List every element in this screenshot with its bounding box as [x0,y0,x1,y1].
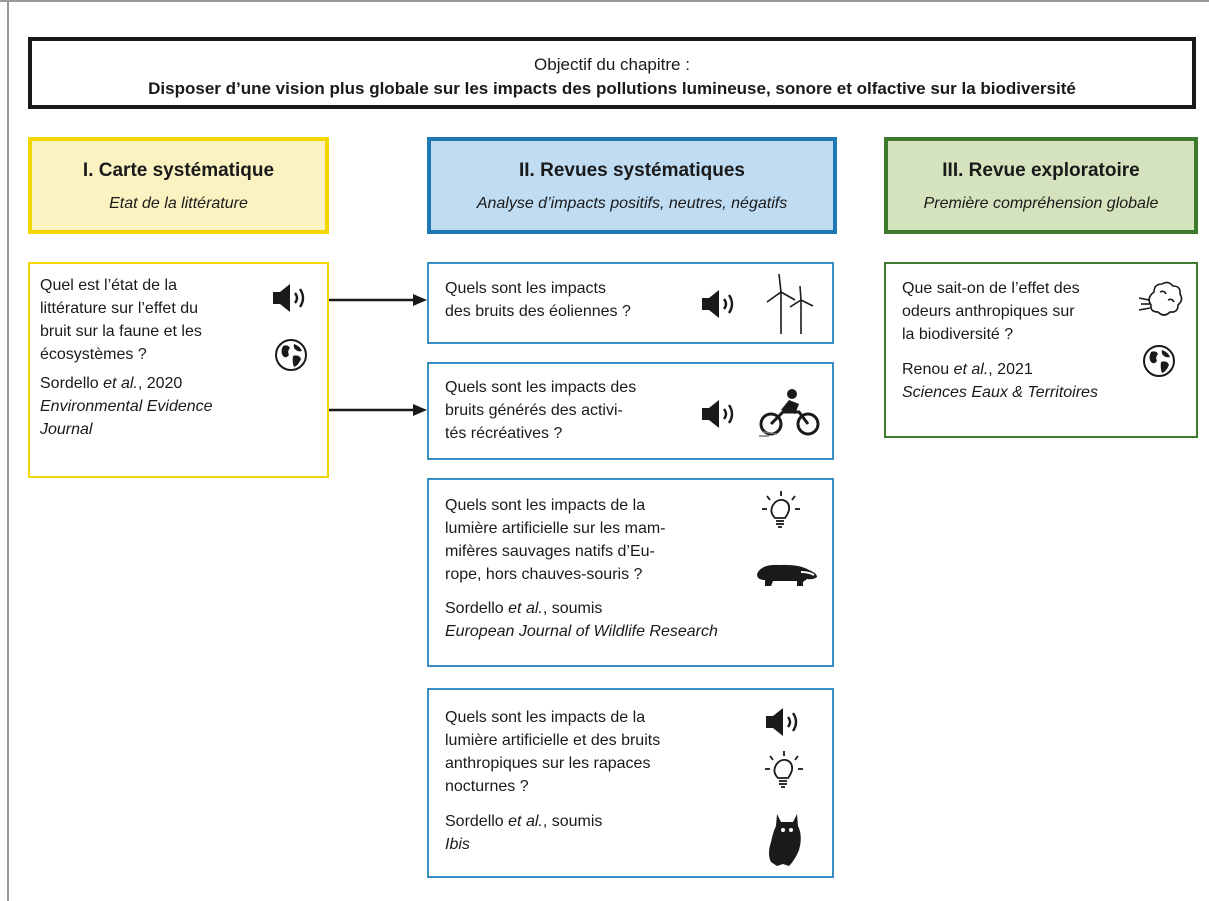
header-subtitle: Première compréhension globale [923,195,1159,212]
systematic-map-box: Quel est l’état de la littérature sur l’… [28,262,329,478]
arrow-to-recreational-review [329,404,427,416]
header-subtitle: Analyse d’impacts positifs, neutres, nég… [476,195,788,212]
badger-icon [757,564,817,586]
header-exploratory-review: III. Revue exploratoire Première compréh… [884,137,1198,234]
light-bulb-icon [762,491,800,528]
reference: Sordello et al., soumis European Journal… [445,600,718,640]
wind-turbine-review-box: Quels sont les impacts des bruits des éo… [427,262,834,344]
globe-icon [1143,345,1175,377]
recreational-noise-review-box: Quels sont les impacts des bruits généré… [427,362,834,460]
header-subtitle: Etat de la littérature [109,195,248,212]
question-text: Quels sont les impacts de la lumière art… [445,497,666,583]
globe-icon [275,339,307,371]
question-text: Que sait-on de l’effet des odeurs anthro… [902,280,1080,343]
mammals-light-review-box: Quels sont les impacts de la lumière art… [427,478,834,667]
reference: Renou et al., 2021 Sciences Eaux & Terri… [902,361,1098,401]
speaker-icon [766,708,798,736]
objective-box: Objectif du chapitre : Disposer d’une vi… [28,37,1196,109]
reference: Sordello et al., soumis Ibis [445,813,603,853]
page-frame-left [7,0,9,901]
speaker-icon [273,284,305,312]
odour-cloud-icon [1138,281,1183,316]
header-title: I. Carte systématique [82,160,275,181]
header-systematic-reviews: II. Revues systématiques Analyse d’impac… [427,137,837,234]
objective-heading: Objectif du chapitre : [534,55,690,74]
exploratory-review-box: Que sait-on de l’effet des odeurs anthro… [884,262,1198,438]
page-frame-top [0,0,1209,2]
header-title: III. Revue exploratoire [942,160,1140,181]
reference: Sordello et al., 2020 Environmental Evid… [40,375,213,438]
question-text: Quel est l’état de la littérature sur l’… [40,277,202,363]
owl-icon [769,814,801,866]
objective-statement: Disposer d’une vision plus globale sur l… [148,79,1076,98]
speaker-icon [702,290,734,318]
header-title: II. Revues systématiques [519,160,745,181]
speaker-icon [702,400,734,428]
light-bulb-icon [765,751,803,788]
header-systematic-map: I. Carte systématique Etat de la littéra… [28,137,329,234]
motorbike-icon [759,389,820,437]
wind-turbine-icon [766,273,814,334]
question-text: Quels sont les impacts de la lumière art… [445,709,661,795]
arrow-to-wind-turbine-review [329,294,427,306]
question-text: Quels sont les impacts des bruits des éo… [445,280,631,320]
question-text: Quels sont les impacts des bruits généré… [445,379,637,442]
owls-review-box: Quels sont les impacts de la lumière art… [427,688,834,878]
